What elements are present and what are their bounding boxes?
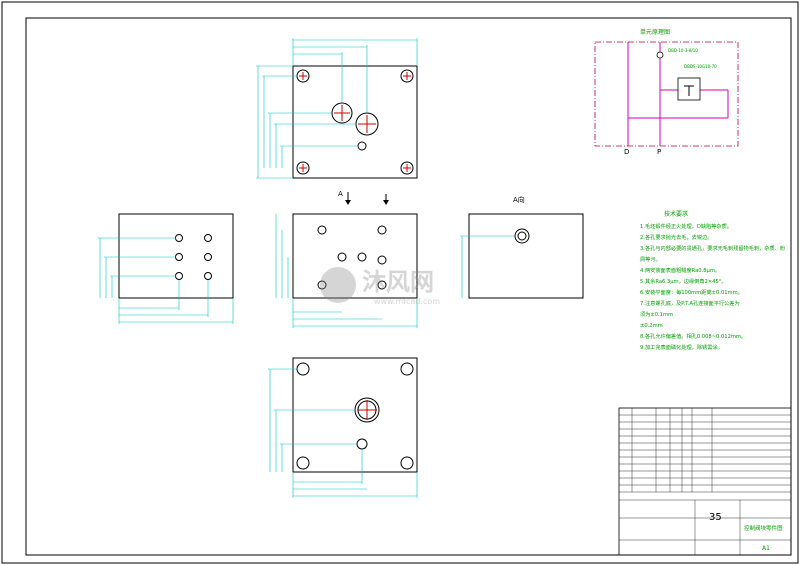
tech-req-line: 4.两安装面表面粗糙度Ra0.8μm。 bbox=[640, 266, 720, 274]
view-label: A向 bbox=[513, 195, 525, 204]
sheet-border-inner bbox=[25, 17, 792, 556]
port-d-label: D bbox=[624, 148, 629, 156]
tech-req-line: 7.注意螺孔底，及P.T.A孔连接面平行公差为 bbox=[640, 299, 740, 307]
left-view bbox=[98, 213, 234, 324]
watermark-brand: 沐风网 bbox=[362, 268, 434, 296]
valve-tag-mid: DBDS-10G10-70 bbox=[684, 64, 717, 69]
part-number: 35 bbox=[709, 512, 722, 523]
title-block: 35 控制阀块零件图 A1 bbox=[618, 407, 792, 556]
front-view bbox=[275, 213, 418, 328]
tech-req-line: 3.各孔与内部必要的贯通孔，要求无毛刺残留物毛刺，杂质、粉 bbox=[640, 244, 786, 252]
valve-tag-top: DBD-10-3-8/10 bbox=[668, 48, 698, 53]
tech-req-line: 屑等污。 bbox=[640, 255, 661, 263]
tech-req-line: 2.各孔要求抛光去毛，去锐边。 bbox=[640, 233, 712, 241]
tech-req-line: 须为±0.1mm bbox=[640, 310, 673, 318]
tech-req-line: 8.各孔允许偏差值。相孔0.008~0.012mm。 bbox=[640, 332, 746, 340]
sheet-code: A1 bbox=[762, 545, 770, 552]
tech-requirements: 技术要求 1.毛坯锻件经正火处理，D缺陷等杂质。 2.各孔要求抛光去毛，去锐边。 3… bbox=[640, 210, 786, 351]
section-mark-a: A bbox=[338, 190, 389, 205]
tech-req-line: ±0.2mm bbox=[640, 323, 663, 329]
part-name: 控制阀块零件图 bbox=[744, 524, 783, 532]
watermark-url: www.mfcad.com bbox=[374, 297, 440, 306]
tech-req-line: 6.安装平面度：每100mm距离±0.01mm。 bbox=[640, 288, 743, 296]
tech-req-line: 9.加工完表面磷化处理，除锈需涂。 bbox=[640, 343, 723, 351]
a-direction-view: A向 bbox=[460, 195, 584, 299]
tech-req-line: 5.其余Ra6.3μm，边缘倒角2×45°。 bbox=[640, 277, 727, 285]
tech-req-title: 技术要求 bbox=[664, 210, 688, 218]
watermark: 沐风网 www.mfcad.com bbox=[320, 267, 440, 306]
bottom-view bbox=[268, 357, 418, 498]
tech-req-line: 1.毛坯锻件经正火处理，D缺陷等杂质。 bbox=[640, 222, 732, 230]
top-view bbox=[256, 38, 418, 179]
schematic-title: 单元原理图 bbox=[640, 28, 670, 36]
hydraulic-schematic: 单元原理图 DBD-10-3-8/10 DBDS-10G10-70 D P bbox=[594, 28, 739, 156]
svg-text:A: A bbox=[338, 190, 343, 198]
port-p-label: P bbox=[657, 148, 661, 156]
